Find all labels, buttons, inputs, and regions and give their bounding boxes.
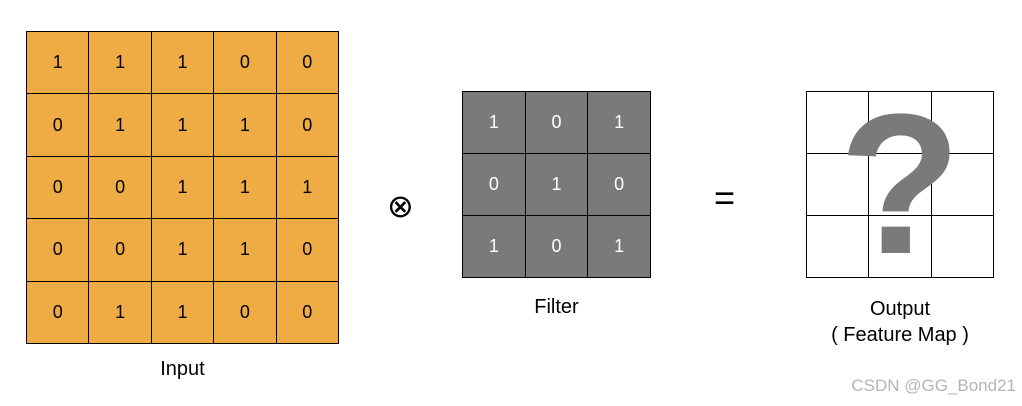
input-cell: 0 — [89, 219, 152, 282]
filter-cell: 1 — [463, 216, 526, 278]
input-cell: 1 — [151, 219, 215, 282]
output-label-line1: Output — [869, 298, 931, 320]
input-cell: 1 — [276, 156, 339, 220]
equals-operator: = — [714, 177, 736, 218]
input-cell: 1 — [89, 32, 152, 95]
output-cell — [807, 216, 870, 278]
output-cell — [807, 92, 870, 154]
output-cell — [869, 216, 932, 278]
output-matrix — [806, 91, 994, 278]
input-cell: 0 — [27, 219, 90, 282]
input-cell: 0 — [214, 281, 277, 344]
output-cell — [931, 216, 994, 278]
output-cell — [869, 92, 932, 154]
output-cell — [807, 154, 870, 216]
input-cell: 0 — [214, 32, 277, 95]
input-cell: 1 — [27, 32, 90, 95]
filter-cell: 0 — [525, 216, 589, 278]
output-label-line2: ( Feature Map ) — [831, 324, 969, 346]
watermark: CSDN @GG_Bond21 — [851, 376, 1016, 395]
input-cell: 0 — [27, 156, 90, 220]
input-cell: 1 — [151, 32, 215, 95]
input-cell: 0 — [276, 32, 339, 95]
filter-cell: 1 — [588, 216, 651, 278]
input-cell: 1 — [89, 94, 152, 157]
output-label: Output ( Feature Map ) — [790, 296, 1010, 348]
input-cell: 1 — [214, 219, 277, 282]
output-cell — [931, 92, 994, 154]
input-cell: 1 — [151, 281, 215, 344]
input-cell: 0 — [276, 94, 339, 157]
input-cell: 0 — [27, 281, 90, 344]
input-cell: 0 — [27, 94, 90, 157]
input-cell: 1 — [89, 281, 152, 344]
output-cell — [869, 154, 932, 216]
convolution-operator: ⊗ — [387, 187, 414, 225]
filter-cell: 1 — [588, 92, 651, 154]
filter-cell: 1 — [463, 92, 526, 154]
output-cell — [931, 154, 994, 216]
input-label: Input — [160, 358, 205, 380]
filter-cell: 0 — [588, 154, 651, 216]
filter-cell: 0 — [525, 92, 589, 154]
input-cell: 0 — [89, 156, 152, 220]
input-cell: 0 — [276, 281, 339, 344]
filter-label: Filter — [534, 296, 579, 318]
filter-cell: 0 — [463, 154, 526, 216]
input-cell: 0 — [276, 219, 339, 282]
filter-cell: 1 — [525, 154, 589, 216]
input-cell: 1 — [214, 156, 277, 220]
input-cell: 1 — [151, 94, 215, 157]
input-cell: 1 — [214, 94, 277, 157]
input-cell: 1 — [151, 156, 215, 220]
